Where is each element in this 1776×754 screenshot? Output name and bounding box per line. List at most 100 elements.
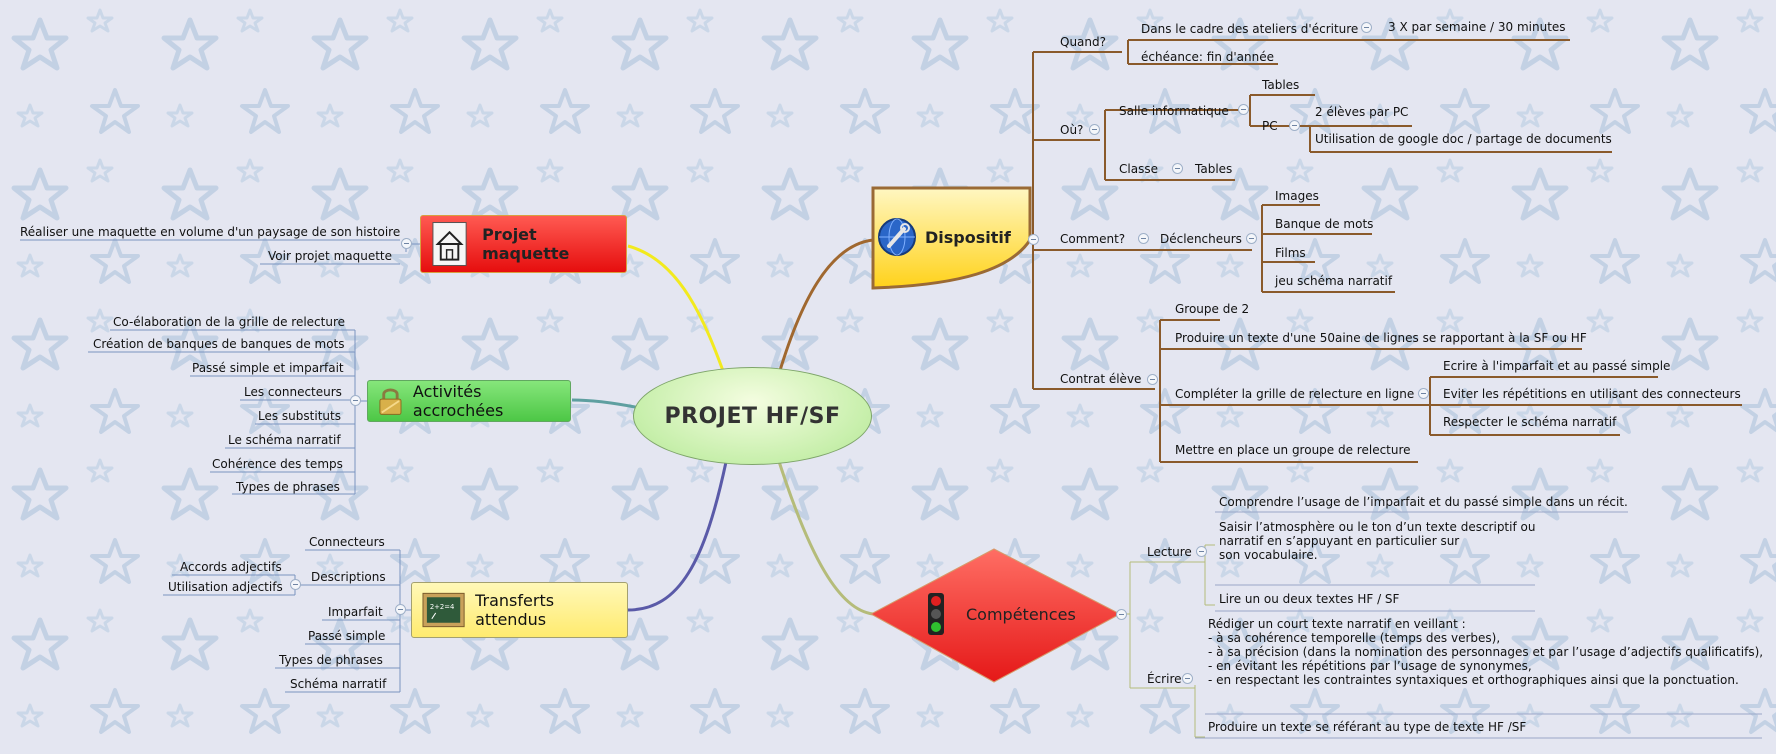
activites-item[interactable]: Types de phrases xyxy=(236,480,340,494)
topic-label: Projet maquette xyxy=(482,225,570,263)
ecrire-rediger-line: - en évitant les répétitions par l’usage… xyxy=(1208,659,1532,673)
contrat-ecrire[interactable]: Ecrire à l'imparfait et au passé simple xyxy=(1443,359,1671,373)
transferts-item[interactable]: Passé simple xyxy=(308,629,386,643)
activites-item[interactable]: Co-élaboration de la grille de relecture xyxy=(113,315,346,329)
collapse-toggle-ou[interactable] xyxy=(1089,124,1100,135)
branch-line-activites xyxy=(571,398,641,410)
ou-eleves[interactable]: 2 élèves par PC xyxy=(1315,105,1409,119)
comment-declencheurs[interactable]: Déclencheurs xyxy=(1160,232,1242,246)
topic-competences[interactable]: Compétences xyxy=(966,605,1076,624)
contrat-completer[interactable]: Compléter la grille de relecture en lign… xyxy=(1175,387,1415,401)
activites-item[interactable]: Création de banques de banques de mots xyxy=(93,337,345,351)
competences-lecture[interactable]: Lecture xyxy=(1147,545,1192,559)
ecrire-rediger-line: - à sa précision (dans la nomination des… xyxy=(1208,645,1764,659)
collapse-toggle-comment[interactable] xyxy=(1138,233,1149,244)
collapse-toggle-transferts[interactable] xyxy=(395,604,406,615)
branch-line-competences xyxy=(774,451,874,616)
central-topic-label: PROJET HF/SF xyxy=(664,403,841,429)
ecrire-produire[interactable]: Produire un texte se référant au type de… xyxy=(1208,720,1527,734)
house-icon xyxy=(432,222,467,266)
activites-item[interactable]: Passé simple et imparfait xyxy=(192,361,344,375)
comment-films[interactable]: Films xyxy=(1275,246,1306,260)
dispositif-ou[interactable]: Où? xyxy=(1060,123,1084,137)
transferts-item[interactable]: Descriptions xyxy=(311,570,386,584)
chalkboard-icon: 2+2=4 xyxy=(422,592,465,628)
maquette-item[interactable]: Réaliser une maquette en volume d'un pay… xyxy=(20,225,401,239)
topic-transferts-attendus[interactable]: 2+2=4 Transferts attendus xyxy=(411,582,628,638)
comment-jeu[interactable]: jeu schéma narratif xyxy=(1275,274,1393,288)
maquette-item[interactable]: Voir projet maquette xyxy=(268,249,393,263)
quand-ateliers[interactable]: Dans le cadre des ateliers d'écriture xyxy=(1141,22,1359,36)
globe-tool-icon xyxy=(878,218,916,256)
lecture-saisir-line: Saisir l’atmosphère ou le ton d’un texte… xyxy=(1219,520,1536,534)
dispositif-contrat[interactable]: Contrat élève xyxy=(1060,372,1142,386)
activites-item[interactable]: Les connecteurs xyxy=(244,385,342,399)
ou-salle[interactable]: Salle informatique xyxy=(1119,104,1229,118)
contrat-mettre[interactable]: Mettre en place un groupe de relecture xyxy=(1175,443,1411,457)
dispositif-quand[interactable]: Quand? xyxy=(1060,35,1106,49)
dispositif-comment[interactable]: Comment? xyxy=(1060,232,1126,246)
competences-shape xyxy=(869,548,1122,683)
ou-tables[interactable]: Tables xyxy=(1262,78,1300,92)
collapse-toggle-descriptions[interactable] xyxy=(290,579,301,590)
collapse-toggle-pc[interactable] xyxy=(1289,120,1300,131)
ecrire-rediger-line: - à sa cohérence temporelle (temps des v… xyxy=(1208,631,1501,645)
quand-frequence[interactable]: 3 X par semaine / 30 minutes xyxy=(1388,20,1566,34)
quand-echeance[interactable]: échéance: fin d'année xyxy=(1141,50,1274,64)
topic-label: Transferts attendus xyxy=(475,591,555,629)
competences-ecrire[interactable]: Écrire xyxy=(1147,672,1182,686)
collapse-toggle-competences[interactable] xyxy=(1116,609,1127,620)
lecture-saisir[interactable]: Saisir l’atmosphère ou le ton d’un texte… xyxy=(1219,520,1535,562)
activites-item[interactable]: Les substituts xyxy=(258,409,341,423)
lecture-saisir-line: narratif en s’appuyant en particulier su… xyxy=(1219,534,1460,548)
transferts-item[interactable]: Schéma narratif xyxy=(290,677,387,691)
contrat-produire[interactable]: Produire un texte d'une 50aine de lignes… xyxy=(1175,331,1587,345)
collapse-toggle-salle[interactable] xyxy=(1238,104,1249,115)
contrat-eviter[interactable]: Eviter les répétitions en utilisant des … xyxy=(1443,387,1741,401)
collapse-toggle-ecrire[interactable] xyxy=(1182,673,1193,684)
collapse-toggle-ateliers[interactable] xyxy=(1361,22,1372,33)
transferts-item[interactable]: Types de phrases xyxy=(279,653,383,667)
collapse-toggle-dispositif[interactable] xyxy=(1028,234,1039,245)
transferts-item[interactable]: Connecteurs xyxy=(309,535,385,549)
ou-pc[interactable]: PC xyxy=(1262,119,1278,133)
branch-line-transferts xyxy=(627,461,728,612)
dispositif-connectors xyxy=(1030,39,1742,463)
topic-label: Activités accrochées xyxy=(412,382,504,420)
collapse-toggle-classe[interactable] xyxy=(1172,163,1183,174)
traffic-light-icon xyxy=(928,593,944,635)
collapse-toggle-contrat[interactable] xyxy=(1147,374,1158,385)
collapse-toggle-lecture[interactable] xyxy=(1196,546,1207,557)
competences-text-underlines xyxy=(1195,511,1762,739)
transferts-item[interactable]: Accords adjectifs xyxy=(180,560,282,574)
collapse-toggle-activites[interactable] xyxy=(350,395,361,406)
ecrire-rediger[interactable]: Rédiger un court texte narratif en veill… xyxy=(1208,617,1763,687)
transferts-item[interactable]: Imparfait xyxy=(328,605,383,619)
lecture-lire[interactable]: Lire un ou deux textes HF / SF xyxy=(1219,592,1400,606)
activites-item[interactable]: Cohérence des temps xyxy=(212,457,343,471)
activites-item[interactable]: Le schéma narratif xyxy=(228,433,341,447)
ou-tables-classe[interactable]: Tables xyxy=(1195,162,1233,176)
branch-line-maquette xyxy=(627,244,729,383)
ou-google[interactable]: Utilisation de google doc / partage de d… xyxy=(1315,132,1612,146)
lecture-saisir-line: son vocabulaire. xyxy=(1219,548,1318,562)
competences-connectors xyxy=(1120,544,1215,738)
transferts-item[interactable]: Utilisation adjectifs xyxy=(168,580,283,594)
lecture-comprendre[interactable]: Comprendre l’usage de l’imparfait et du … xyxy=(1219,495,1628,509)
padlock-icon xyxy=(379,388,402,415)
activites-connectors xyxy=(88,329,367,495)
comment-banque[interactable]: Banque de mots xyxy=(1275,217,1374,231)
collapse-toggle-completer[interactable] xyxy=(1418,388,1429,399)
collapse-toggle-maquette[interactable] xyxy=(401,238,412,249)
comment-images[interactable]: Images xyxy=(1275,189,1319,203)
contrat-respecter[interactable]: Respecter le schéma narratif xyxy=(1443,415,1617,429)
central-topic[interactable]: PROJET HF/SF xyxy=(633,367,872,465)
ou-classe[interactable]: Classe xyxy=(1119,162,1158,176)
ecrire-rediger-line: Rédiger un court texte narratif en veill… xyxy=(1208,617,1466,631)
contrat-groupe[interactable]: Groupe de 2 xyxy=(1175,302,1250,316)
topic-dispositif[interactable]: Dispositif xyxy=(925,228,1011,247)
topic-projet-maquette[interactable]: Projet maquette xyxy=(420,215,627,273)
topic-activites-accrochees[interactable]: Activités accrochées xyxy=(367,380,571,422)
collapse-toggle-declencheurs[interactable] xyxy=(1246,233,1257,244)
